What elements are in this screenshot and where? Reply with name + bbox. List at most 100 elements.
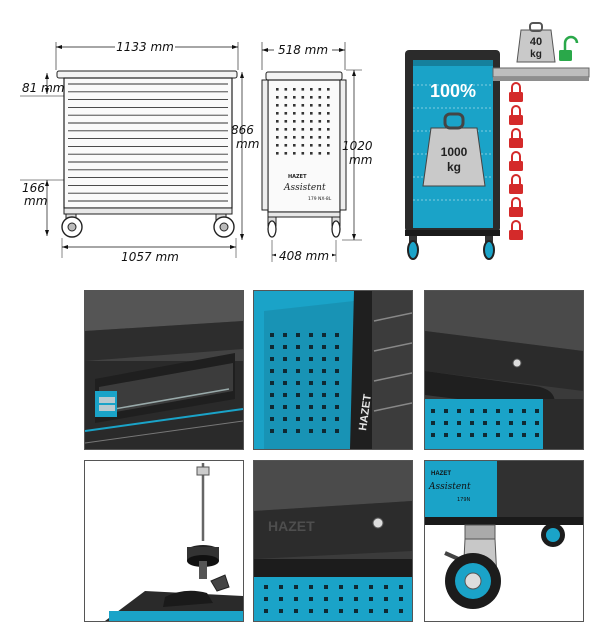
perforation-hole bbox=[354, 609, 358, 613]
perforation-hole bbox=[309, 357, 313, 361]
perforation-hole bbox=[270, 345, 274, 349]
perforation-hole bbox=[284, 88, 288, 91]
perforation-hole bbox=[301, 144, 305, 147]
perforation-hole bbox=[339, 609, 343, 613]
perforation-hole bbox=[279, 597, 283, 601]
perforation-hole bbox=[335, 369, 339, 373]
total-weight-value: 1000 bbox=[441, 145, 468, 159]
perforation-hole bbox=[283, 345, 287, 349]
perforation-hole bbox=[384, 597, 388, 601]
dim-total-height-value: 1020 bbox=[342, 139, 373, 153]
perforation-hole bbox=[335, 417, 339, 421]
perforation-hole bbox=[296, 369, 300, 373]
perforation-hole bbox=[322, 333, 326, 337]
perforation-hole bbox=[301, 152, 305, 155]
perforation-hole bbox=[301, 96, 305, 99]
perforation-hole bbox=[431, 433, 435, 437]
side-view-drawing: 518 mm HAZET Assistent 179 NX-8L 408 mm bbox=[261, 42, 362, 263]
unlocked-padlock-icon bbox=[559, 35, 579, 61]
perforation-hole bbox=[310, 112, 313, 115]
perforation-hole bbox=[399, 609, 403, 613]
perforation-hole bbox=[264, 609, 268, 613]
perforation-hole bbox=[293, 144, 296, 147]
perforation-hole bbox=[270, 417, 274, 421]
perforation-hole bbox=[276, 104, 279, 107]
perforation-hole bbox=[535, 433, 539, 437]
perforation-hole bbox=[283, 381, 287, 385]
perforation-hole bbox=[309, 393, 313, 397]
perforation-hole bbox=[283, 405, 287, 409]
perforation-hole bbox=[284, 144, 288, 147]
perforation-hole bbox=[483, 421, 487, 425]
perforation-hole bbox=[322, 345, 326, 349]
total-height-label: 1020 mm bbox=[342, 139, 373, 167]
perforation-hole bbox=[309, 417, 313, 421]
perforation-hole bbox=[310, 128, 313, 131]
perforation-hole bbox=[335, 357, 339, 361]
perforation-hole bbox=[324, 597, 328, 601]
dim-top-offset: 81 mm bbox=[22, 81, 64, 95]
perforation-hole bbox=[310, 96, 313, 99]
perforation-hole bbox=[496, 421, 500, 425]
perforation-hole bbox=[309, 597, 313, 601]
dim-height-unit: mm bbox=[236, 137, 259, 151]
perforation-hole bbox=[270, 393, 274, 397]
perforation-hole bbox=[399, 585, 403, 589]
perforation-hole bbox=[276, 96, 279, 99]
perforation-hole bbox=[270, 429, 274, 433]
perforation-hole bbox=[301, 120, 305, 123]
perforation-hole bbox=[444, 409, 448, 413]
perforation-hole bbox=[322, 393, 326, 397]
perforation-hole bbox=[322, 369, 326, 373]
perforation-hole bbox=[335, 429, 339, 433]
perforation-hole bbox=[294, 597, 298, 601]
perforation-hole bbox=[431, 421, 435, 425]
perforation-hole bbox=[309, 369, 313, 373]
perforation-hole bbox=[483, 433, 487, 437]
perforation-hole bbox=[444, 421, 448, 425]
perforation-hole bbox=[293, 96, 296, 99]
dim-caster-height-value: 166 bbox=[22, 181, 45, 195]
photo-caster-wheel: HAZET Assistent 179N bbox=[424, 460, 584, 622]
drawer-weight-value: 40 bbox=[530, 36, 542, 48]
perforation-hole bbox=[522, 409, 526, 413]
perforation-hole bbox=[270, 405, 274, 409]
perforation-hole bbox=[470, 409, 474, 413]
perforation-hole bbox=[522, 421, 526, 425]
perforation-hole bbox=[301, 136, 305, 139]
perforation-hole bbox=[327, 144, 330, 147]
perforation-hole bbox=[276, 152, 279, 155]
perforation-hole bbox=[276, 128, 279, 131]
total-weight-unit: kg bbox=[447, 160, 461, 174]
perforation-hole bbox=[283, 333, 287, 337]
perforation-hole bbox=[509, 421, 513, 425]
perforation-hole bbox=[284, 152, 288, 155]
perforation-hole bbox=[322, 429, 326, 433]
perforation-hole bbox=[276, 136, 279, 139]
locked-padlock-icon bbox=[509, 220, 523, 240]
perforation-hole bbox=[296, 345, 300, 349]
perforation-hole bbox=[369, 585, 373, 589]
perforation-hole bbox=[535, 421, 539, 425]
perforation-hole bbox=[339, 597, 343, 601]
perforation-hole bbox=[327, 152, 330, 155]
locked-padlock-icon bbox=[509, 174, 523, 194]
perforation-hole bbox=[496, 409, 500, 413]
perforation-hole bbox=[296, 405, 300, 409]
dim-width-top: 1133 mm bbox=[116, 40, 174, 54]
perforation-hole bbox=[276, 120, 279, 123]
perforation-hole bbox=[310, 152, 313, 155]
perforation-hole bbox=[283, 417, 287, 421]
perforation-hole bbox=[294, 585, 298, 589]
perforation-hole bbox=[335, 393, 339, 397]
locked-padlock-icon bbox=[509, 82, 523, 102]
dim-wheelbase-depth: 408 mm bbox=[279, 249, 329, 263]
photo-side-panel: HAZET bbox=[253, 290, 413, 450]
perforation-hole bbox=[318, 112, 322, 115]
perforation-hole bbox=[309, 429, 313, 433]
perforation-hole bbox=[318, 96, 322, 99]
perforation-hole bbox=[276, 88, 279, 91]
perforation-hole bbox=[444, 433, 448, 437]
perforation-hole bbox=[283, 393, 287, 397]
perforation-hole bbox=[496, 433, 500, 437]
